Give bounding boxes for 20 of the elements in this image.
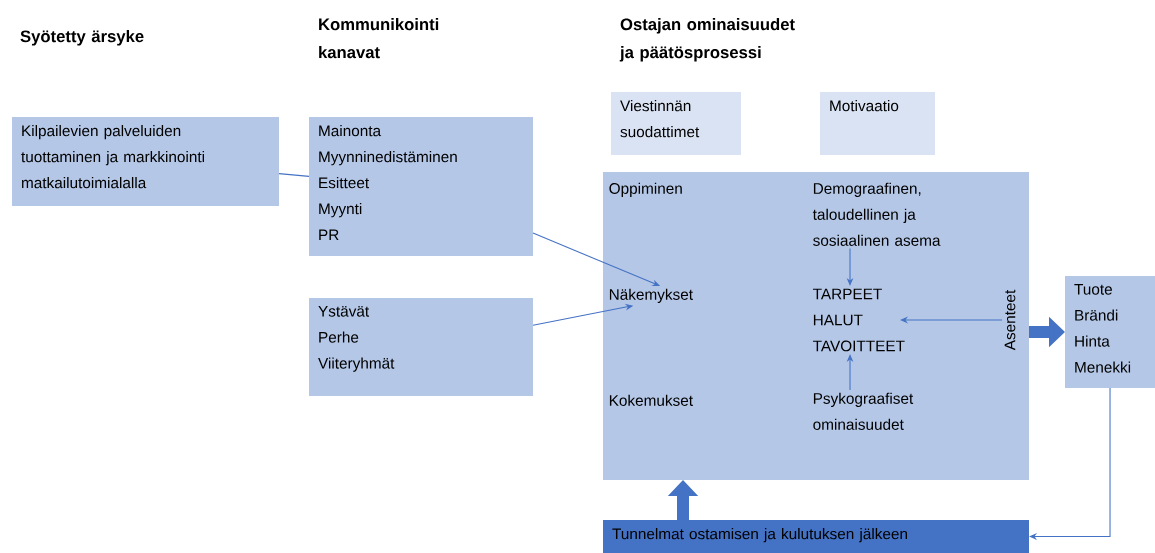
feedback-box: Tunnelmat ostamisen ja kulutuksen jälkeen — [603, 520, 1029, 553]
heading: Syötetty ärsyke — [20, 30, 144, 46]
process-box: Ystävät Perhe Viiteryhmät — [309, 298, 533, 396]
text-label: TARPEET HALUT TAVOITTEET — [813, 288, 905, 352]
filter-box: Motivaatio — [820, 92, 935, 155]
text-label: Kokemukset — [609, 394, 693, 406]
rotated-label: Asenteet — [1004, 289, 1016, 351]
process-box: Kilpailevien palveluiden tuottaminen ja markkinointi matkailutoimialalla — [12, 117, 279, 206]
filter-box: Viestinnän suodattimet — [611, 92, 741, 155]
text-label: Oppiminen — [609, 182, 682, 197]
process-box: Mainonta Myynninedistäminen Esitteet Myynti PR — [309, 117, 533, 256]
heading: Ostajan ominaisuudet ja päätösprosessi — [619, 18, 795, 62]
process-box — [603, 172, 1029, 480]
connector-line — [278, 173, 310, 177]
text-label: Näkemykset — [609, 288, 693, 303]
text-label: Demograafinen, taloudellinen ja sosiaalinen asema — [812, 182, 941, 246]
arrow — [1029, 387, 1111, 540]
process-box: Tuote Brändi Hinta Menekki — [1065, 276, 1155, 388]
heading: Kommunikointi kanavat — [319, 18, 439, 59]
text-label: Psykograafiset ominaisuudet — [813, 392, 914, 430]
